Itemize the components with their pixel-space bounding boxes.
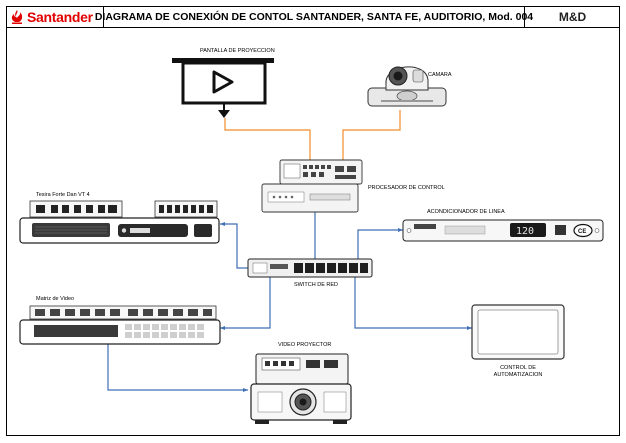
santander-flame-icon — [11, 9, 23, 24]
projection-screen — [172, 58, 274, 118]
brand-logo: M&D — [524, 6, 620, 27]
line-conditioner: 120 CE — [402, 219, 604, 242]
label-acondicionador: ACONDICIONADOR DE LINEA — [427, 209, 505, 215]
header-bar: Santander DIAGRAMA DE CONEXIÓN DE CONTOL… — [6, 6, 620, 28]
link-switch-matriz — [220, 277, 271, 329]
automation-control-panel — [471, 304, 565, 360]
arrowhead — [220, 222, 225, 226]
label-procesador: PROCESADOR DE CONTROL — [368, 185, 445, 191]
label-proyector: VIDEO PROYECTOR — [278, 342, 332, 348]
link-matriz-proyector — [107, 344, 248, 391]
link-camara-procesador — [342, 110, 401, 160]
arrowhead — [220, 326, 225, 330]
logo-text: Santander — [27, 8, 93, 25]
connection-lines — [107, 110, 472, 391]
tesira-forte-device — [19, 200, 220, 244]
network-switch — [247, 258, 373, 278]
camera-icon — [367, 66, 447, 107]
video-projector — [250, 353, 352, 424]
arrowhead — [398, 228, 403, 232]
link-pantalla-procesador — [224, 118, 311, 160]
label-camara: CAMARA — [428, 72, 452, 78]
diagram-frame — [6, 6, 620, 436]
label-tesira: Tesira Forte Dan VT 4 — [36, 192, 90, 198]
label-pantalla: PANTALLA DE PROYECCION — [200, 48, 275, 54]
label-control: CONTROL DE AUTOMATIZACION — [493, 365, 543, 378]
label-matriz: Matriz de Video — [36, 296, 75, 302]
conditioner-display: 120 — [516, 226, 534, 237]
arrowheads — [220, 222, 472, 392]
control-processor — [261, 159, 363, 213]
play-icon — [212, 70, 234, 94]
arrowhead — [467, 326, 472, 330]
brand-text: M&D — [558, 9, 587, 24]
video-matrix — [19, 305, 221, 345]
santander-logo: Santander — [6, 6, 104, 27]
diagram-title: DIAGRAMA DE CONEXIÓN DE CONTOL SANTANDER… — [94, 10, 534, 23]
title-box: DIAGRAMA DE CONEXIÓN DE CONTOL SANTANDER… — [95, 6, 533, 27]
label-switch: SWITCH DE RED — [294, 282, 338, 288]
link-switch-control — [354, 277, 472, 329]
link-tesira-switch — [220, 223, 250, 269]
svg-text:CE: CE — [578, 229, 586, 235]
arrowhead — [243, 388, 248, 392]
